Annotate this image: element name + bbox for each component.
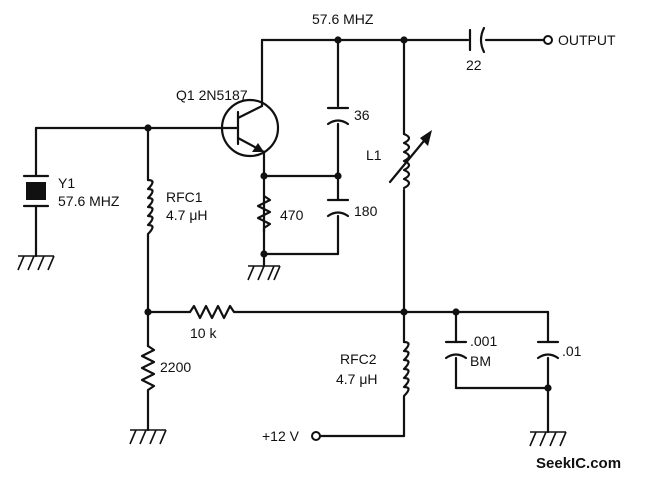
output-label: OUTPUT (558, 32, 616, 48)
junction-dots (144, 36, 552, 392)
ground-icon (529, 431, 567, 447)
r-bias-label: 10 k (190, 325, 217, 341)
capacitor-001-bm (444, 340, 468, 360)
r-emitter-label: 470 (280, 207, 304, 223)
c-output-label: 22 (466, 57, 482, 73)
ground-icon (129, 429, 167, 445)
crystal-name-label: Y1 (58, 175, 75, 191)
rfc2-name-label: RFC2 (340, 351, 377, 367)
ground-icon (247, 252, 281, 281)
r-base-label: 2200 (160, 359, 191, 375)
capacitor-36 (326, 106, 350, 126)
inductor-rfc2 (402, 340, 410, 400)
output-terminal[interactable] (543, 35, 553, 45)
capacitor-01 (536, 340, 560, 360)
c-bm-type-label: BM (470, 353, 491, 369)
c-bypass-label: .01 (562, 343, 582, 359)
c-emitter-label: 180 (354, 203, 378, 219)
inductor-l1-label: L1 (366, 147, 382, 163)
transistor-label: Q1 2N5187 (176, 87, 248, 103)
wires (34, 38, 550, 438)
inductor-l1 (388, 130, 432, 190)
crystal-y1 (22, 174, 50, 208)
resistor-470 (256, 194, 272, 234)
ground-icon (17, 255, 55, 271)
resistor-2200 (140, 344, 156, 396)
watermark: SeekIC.com (536, 455, 621, 472)
rfc1-name-label: RFC1 (166, 189, 203, 205)
capacitor-180 (326, 198, 350, 218)
inductor-rfc1 (146, 178, 154, 238)
c-top-label: 36 (354, 107, 370, 123)
c-bm-value-label: .001 (470, 333, 497, 349)
resistor-10k (188, 304, 240, 320)
crystal-freq-label: 57.6 MHZ (58, 193, 120, 209)
supply-label: +12 V (262, 428, 300, 444)
supply-terminal[interactable] (311, 431, 321, 441)
rfc1-value-label: 4.7 μH (166, 207, 208, 223)
transistor-q1 (220, 98, 280, 158)
frequency-label: 57.6 MHZ (312, 11, 374, 27)
output-capacitor (468, 26, 486, 54)
rfc2-value-label: 4.7 μH (336, 371, 378, 387)
